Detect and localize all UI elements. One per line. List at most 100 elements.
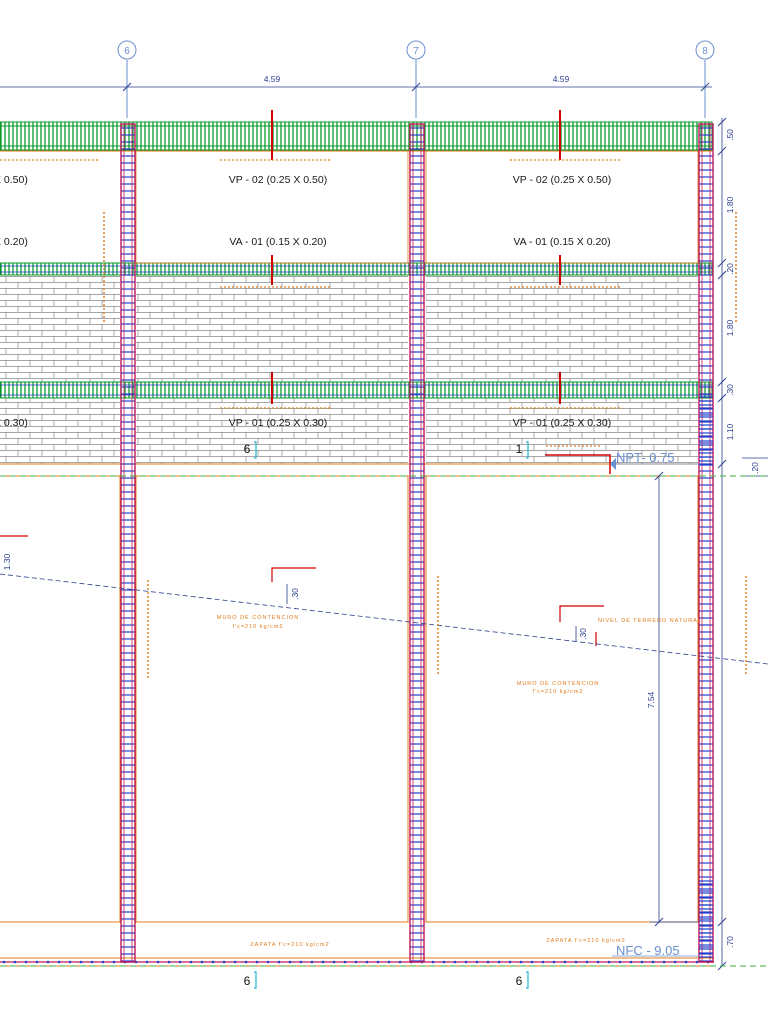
beam-label-vp01-b: VP - 01 (0.25 X 0.30): [513, 417, 611, 429]
column-8: [698, 123, 714, 963]
dim-right-030: .30: [725, 384, 735, 396]
footing-rebar-dot: [101, 960, 105, 964]
footing-rebar-dot: [266, 960, 270, 964]
footing-rebar-dot: [365, 960, 369, 964]
terrain-dim-left: 1.30: [2, 553, 12, 570]
dim-right-020b: .20: [750, 462, 760, 474]
footing-rebar-dot: [673, 960, 677, 964]
beam-label-vp02-left: X 0.50): [0, 174, 28, 186]
section-marks-group: 6 1 6 6: [244, 441, 529, 989]
rebar-markers-group: [0, 110, 611, 646]
beam-label-vp01-a: VP - 01 (0.25 X 0.30): [229, 417, 327, 429]
muro-title-b: MURO DE CONTENCION: [517, 681, 599, 687]
footing-rebar-dot: [552, 960, 556, 964]
columns-group: [120, 123, 714, 963]
footing-rebar-dot: [541, 960, 545, 964]
footing-rebar-dot: [530, 960, 534, 964]
section-mark-c: 6: [244, 974, 251, 988]
beam-label-vp02-b: VP - 02 (0.25 X 0.50): [513, 174, 611, 186]
muro-spec-b: f'c=210 kg/cm2: [533, 689, 584, 695]
footing-rebar-dot: [35, 960, 39, 964]
terreno-note: NIVEL DE TERRENO NATURAL: [598, 618, 702, 624]
span-dimension-2: 4.59: [553, 74, 570, 84]
footing-rebar-dot: [112, 960, 116, 964]
footing-rebar-dot: [695, 960, 699, 964]
column-7: [409, 123, 425, 963]
footing-rebar-dot: [189, 960, 193, 964]
footing-rebar-dot: [376, 960, 380, 964]
beam-label-va01-b: VA - 01 (0.15 X 0.20): [513, 236, 610, 248]
beam-label-vp02-a: VP - 02 (0.25 X 0.50): [229, 174, 327, 186]
footing-rebar-dot: [574, 960, 578, 964]
footing-rebar-dot: [145, 960, 149, 964]
dim-right-050: .50: [725, 129, 735, 141]
muro-spec-a: f'c=210 kg/cm2: [233, 624, 284, 630]
footing-rebar-dot: [321, 960, 325, 964]
footing-rebar-dot: [68, 960, 72, 964]
footing-rebar-dot: [2, 960, 6, 964]
dim-right-180a: 1.80: [725, 196, 735, 213]
beam-vp01-stirrups: [0, 382, 712, 398]
retaining-wall-group: [0, 475, 714, 967]
grid-label-7: 7: [413, 46, 419, 57]
footing-rebar-dot: [596, 960, 600, 964]
footing-rebar-dot: [607, 960, 611, 964]
column-6: [120, 123, 136, 963]
footing-rebar-dot: [90, 960, 94, 964]
npt-level-label: NPT- 0.75: [616, 450, 675, 465]
footing-rebar-dot: [277, 960, 281, 964]
footing-rebar-dot: [255, 960, 259, 964]
beam-label-va01-left: X 0.20): [0, 236, 28, 248]
beam-label-vp01-left: X 0.30): [0, 417, 28, 429]
section-mark-a: 6: [244, 442, 251, 456]
retaining-wall-right: [425, 475, 699, 923]
footing-rebar-dot: [167, 960, 171, 964]
footing-rebar-dot: [618, 960, 622, 964]
retaining-wall-mid: [135, 475, 409, 923]
column-8-stirrups: [699, 124, 713, 962]
footing-rebar-dot: [244, 960, 248, 964]
brick-wall-upper-left: [0, 275, 120, 382]
beam-vp02-stirrups: [0, 122, 712, 150]
footing-rebar-dot: [178, 960, 182, 964]
brick-wall-upper-mid: [136, 275, 408, 382]
terrain-dim-a: .30: [290, 588, 300, 600]
span-dimension-1: 4.59: [264, 74, 281, 84]
footing-rebar-dot: [156, 960, 160, 964]
footing-rebar-dot: [46, 960, 50, 964]
footing-rebar-dot: [662, 960, 666, 964]
footing-rebar-dot: [453, 960, 457, 964]
footing-rebar-dot: [13, 960, 17, 964]
footing-rebar-dot: [563, 960, 567, 964]
dim-right-180b: 1.80: [725, 319, 735, 336]
footing-rebar-dot: [497, 960, 501, 964]
brick-wall-upper-right: [426, 275, 698, 382]
beams-group: [0, 121, 713, 465]
beam-va01-stirrups: [0, 263, 712, 275]
footing-rebar-dots: [2, 960, 710, 964]
footing-rebar-dot: [640, 960, 644, 964]
footing-rebar-dot: [442, 960, 446, 964]
grid-bubble-6: [117, 40, 137, 60]
footing-rebar-dot: [57, 960, 61, 964]
footing-rebar-dot: [211, 960, 215, 964]
footing-rebar-dot: [200, 960, 204, 964]
dim-right-020a: .20: [725, 263, 735, 275]
footing-rebar-dot: [288, 960, 292, 964]
natural-terrain-line: [0, 573, 768, 665]
footing-rebar-dot: [332, 960, 336, 964]
section-mark-d: 6: [516, 974, 523, 988]
footing-rebar-dot: [519, 960, 523, 964]
footing-rebar-dot: [585, 960, 589, 964]
grid-label-6: 6: [124, 46, 130, 57]
masonry-infill-group: [0, 275, 698, 464]
footing-rebar-dot: [629, 960, 633, 964]
footing-rebar-dot: [343, 960, 347, 964]
footing-rebar-dot: [464, 960, 468, 964]
footing-rebar-dot: [79, 960, 83, 964]
footing-rebar-dot: [431, 960, 435, 964]
nfc-level-label: NFC - 9.05: [616, 943, 680, 958]
beam-label-va01-a: VA - 01 (0.15 X 0.20): [229, 236, 326, 248]
terrain-dim-b: .30: [578, 628, 588, 640]
